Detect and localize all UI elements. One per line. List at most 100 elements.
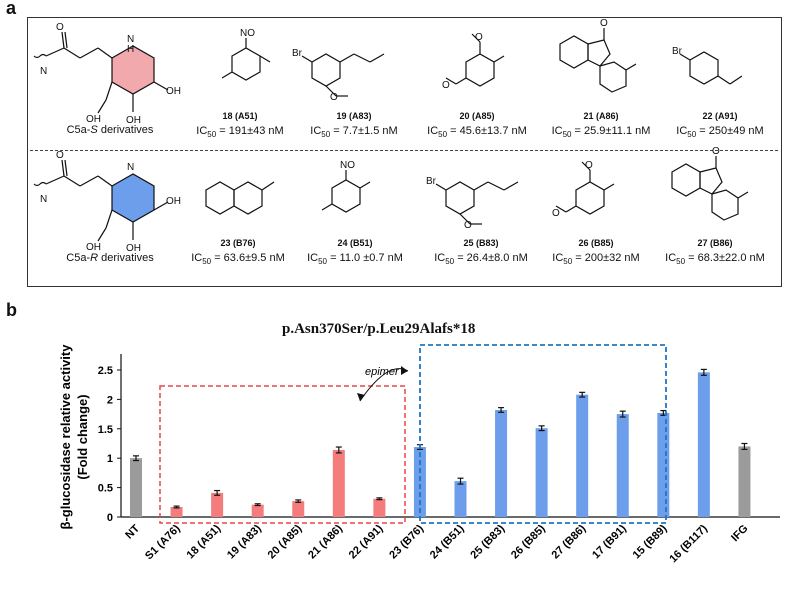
y-tick-label: 1.5 — [98, 424, 113, 436]
atom-label-oh: OH — [86, 242, 101, 253]
x-tick-label: 19 (A83) — [225, 522, 264, 561]
atom-label-h: H — [127, 44, 134, 55]
panel-a-frame — [27, 17, 782, 287]
bar — [130, 458, 142, 517]
atom-label-oh: OH — [166, 86, 181, 97]
x-tick-label: 21 (A86) — [306, 522, 345, 561]
bar — [495, 409, 508, 517]
atom-label-br: Br — [672, 46, 683, 57]
y-tick-label: 0 — [107, 512, 113, 524]
epimer-arrowhead — [401, 366, 408, 375]
compound-23: 23 (B76)IC50 = 63.6±9.5 nM — [191, 238, 285, 267]
bar — [738, 446, 751, 517]
bar — [292, 501, 305, 517]
bar — [413, 447, 426, 517]
substituent-19 — [301, 53, 385, 97]
atom-label-n: N — [127, 34, 134, 45]
x-tick-label: IFG — [729, 523, 750, 544]
x-tick-label: 18 (A51) — [184, 522, 223, 561]
atom-label-o: O — [56, 150, 64, 161]
panel-a-divider — [30, 150, 778, 151]
x-tick-label: 23 (B76) — [387, 522, 426, 561]
atom-label-o: O — [552, 208, 560, 219]
bar — [616, 414, 629, 517]
compound-25: 25 (B83)IC50 = 26.4±8.0 nM — [434, 238, 528, 267]
compound-20: 20 (A85)IC50 = 45.6±13.7 nM — [427, 111, 527, 140]
bar — [657, 412, 670, 517]
y-tick-label: 2 — [107, 394, 113, 406]
compound-19: 19 (A83)IC50 = 7.7±1.5 nM — [310, 111, 398, 140]
x-tick-label: 27 (B86) — [550, 522, 589, 561]
y-tick-label: 2.5 — [98, 365, 113, 377]
atom-label-o: O — [330, 92, 338, 103]
substituent-27 — [671, 156, 749, 221]
atom-label-o: O — [56, 22, 64, 33]
y-tick-label: 0.5 — [98, 483, 113, 495]
epimer-label: epimer — [365, 366, 400, 378]
atom-label-nitro: NO — [340, 160, 355, 171]
atom-label-n: N — [127, 162, 134, 173]
x-tick-label: 15 (B89) — [631, 522, 670, 561]
r-series-box — [419, 344, 667, 524]
atom-label-oh: OH — [166, 196, 181, 207]
atom-label-oh: OH — [86, 114, 101, 125]
x-tick-label: 25 (B83) — [468, 522, 507, 561]
bar — [251, 504, 264, 517]
x-tick-label: 17 (B91) — [590, 522, 629, 561]
atom-label-o: O — [600, 18, 608, 29]
atom-label-o: O — [585, 160, 593, 171]
atom-label-n2: N — [40, 66, 47, 77]
x-tick-label: 26 (B85) — [509, 522, 548, 561]
panel-label-a: a — [6, 0, 17, 18]
compound-24: 24 (B51)IC50 = 11.0 ±0.7 nM — [307, 238, 403, 267]
substituent-22 — [679, 51, 743, 85]
y-axis-label-units: (Fold change) — [75, 394, 90, 479]
epimer-arrowhead-start — [357, 393, 365, 401]
atom-label-o: O — [464, 220, 472, 231]
atom-label-br: Br — [292, 48, 303, 59]
substituent-25 — [435, 181, 519, 225]
x-tick-label: S1 (A76) — [143, 522, 183, 562]
structures-svg: H N O N OH OH OH N O N OH OH OH NO NO Br… — [33, 18, 749, 254]
core-structure-s — [33, 31, 169, 114]
bar — [576, 394, 589, 517]
bar — [170, 507, 183, 517]
atom-label-nitro: NO — [240, 28, 255, 39]
series-label-r: C5a-R derivatives — [66, 252, 154, 264]
y-tick-label: 1 — [107, 453, 113, 465]
atom-label-o: O — [442, 80, 450, 91]
x-tick-label: 22 (A91) — [347, 522, 386, 561]
atom-label-o: O — [712, 146, 720, 157]
bar — [332, 449, 345, 517]
compound-22: 22 (A91)IC50 = 250±49 nM — [676, 111, 764, 140]
atom-label-br: Br — [426, 176, 437, 187]
compound-21: 21 (A86)IC50 = 25.9±11.1 nM — [551, 111, 651, 140]
bar — [454, 481, 467, 517]
bar — [535, 428, 548, 517]
x-tick-label: 24 (B51) — [428, 522, 467, 561]
compound-26: 26 (B85)IC50 = 200±32 nM — [552, 238, 640, 267]
atom-label-oh: OH — [126, 115, 141, 126]
substituent-21 — [559, 28, 637, 93]
bar — [211, 492, 224, 517]
substituent-18 — [221, 38, 271, 81]
substituent-26 — [555, 161, 615, 215]
x-tick-label: NT — [123, 522, 142, 541]
substituent-24 — [321, 170, 371, 213]
compound-18: 18 (A51)IC50 = 191±43 nM — [196, 111, 284, 140]
series-label-s: C5a-S derivatives — [66, 124, 154, 136]
compound-27: 27 (B86)IC50 = 68.3±22.0 nM — [665, 238, 765, 267]
substituent-23 — [205, 181, 275, 215]
core-structure-r — [33, 159, 169, 242]
substituent-20 — [445, 33, 505, 87]
s-series-box — [159, 385, 406, 524]
y-axis-label: β-glucosidase relative activity — [58, 344, 73, 530]
atom-label-oh: OH — [126, 243, 141, 254]
panel-label-b: b — [6, 300, 17, 320]
x-tick-label: 16 (B117) — [667, 522, 710, 565]
atom-label-n2: N — [40, 194, 47, 205]
atom-label-o: O — [475, 32, 483, 43]
chart-title: p.Asn370Ser/p.Leu29Alafs*18 — [282, 321, 476, 337]
bar — [697, 372, 710, 517]
